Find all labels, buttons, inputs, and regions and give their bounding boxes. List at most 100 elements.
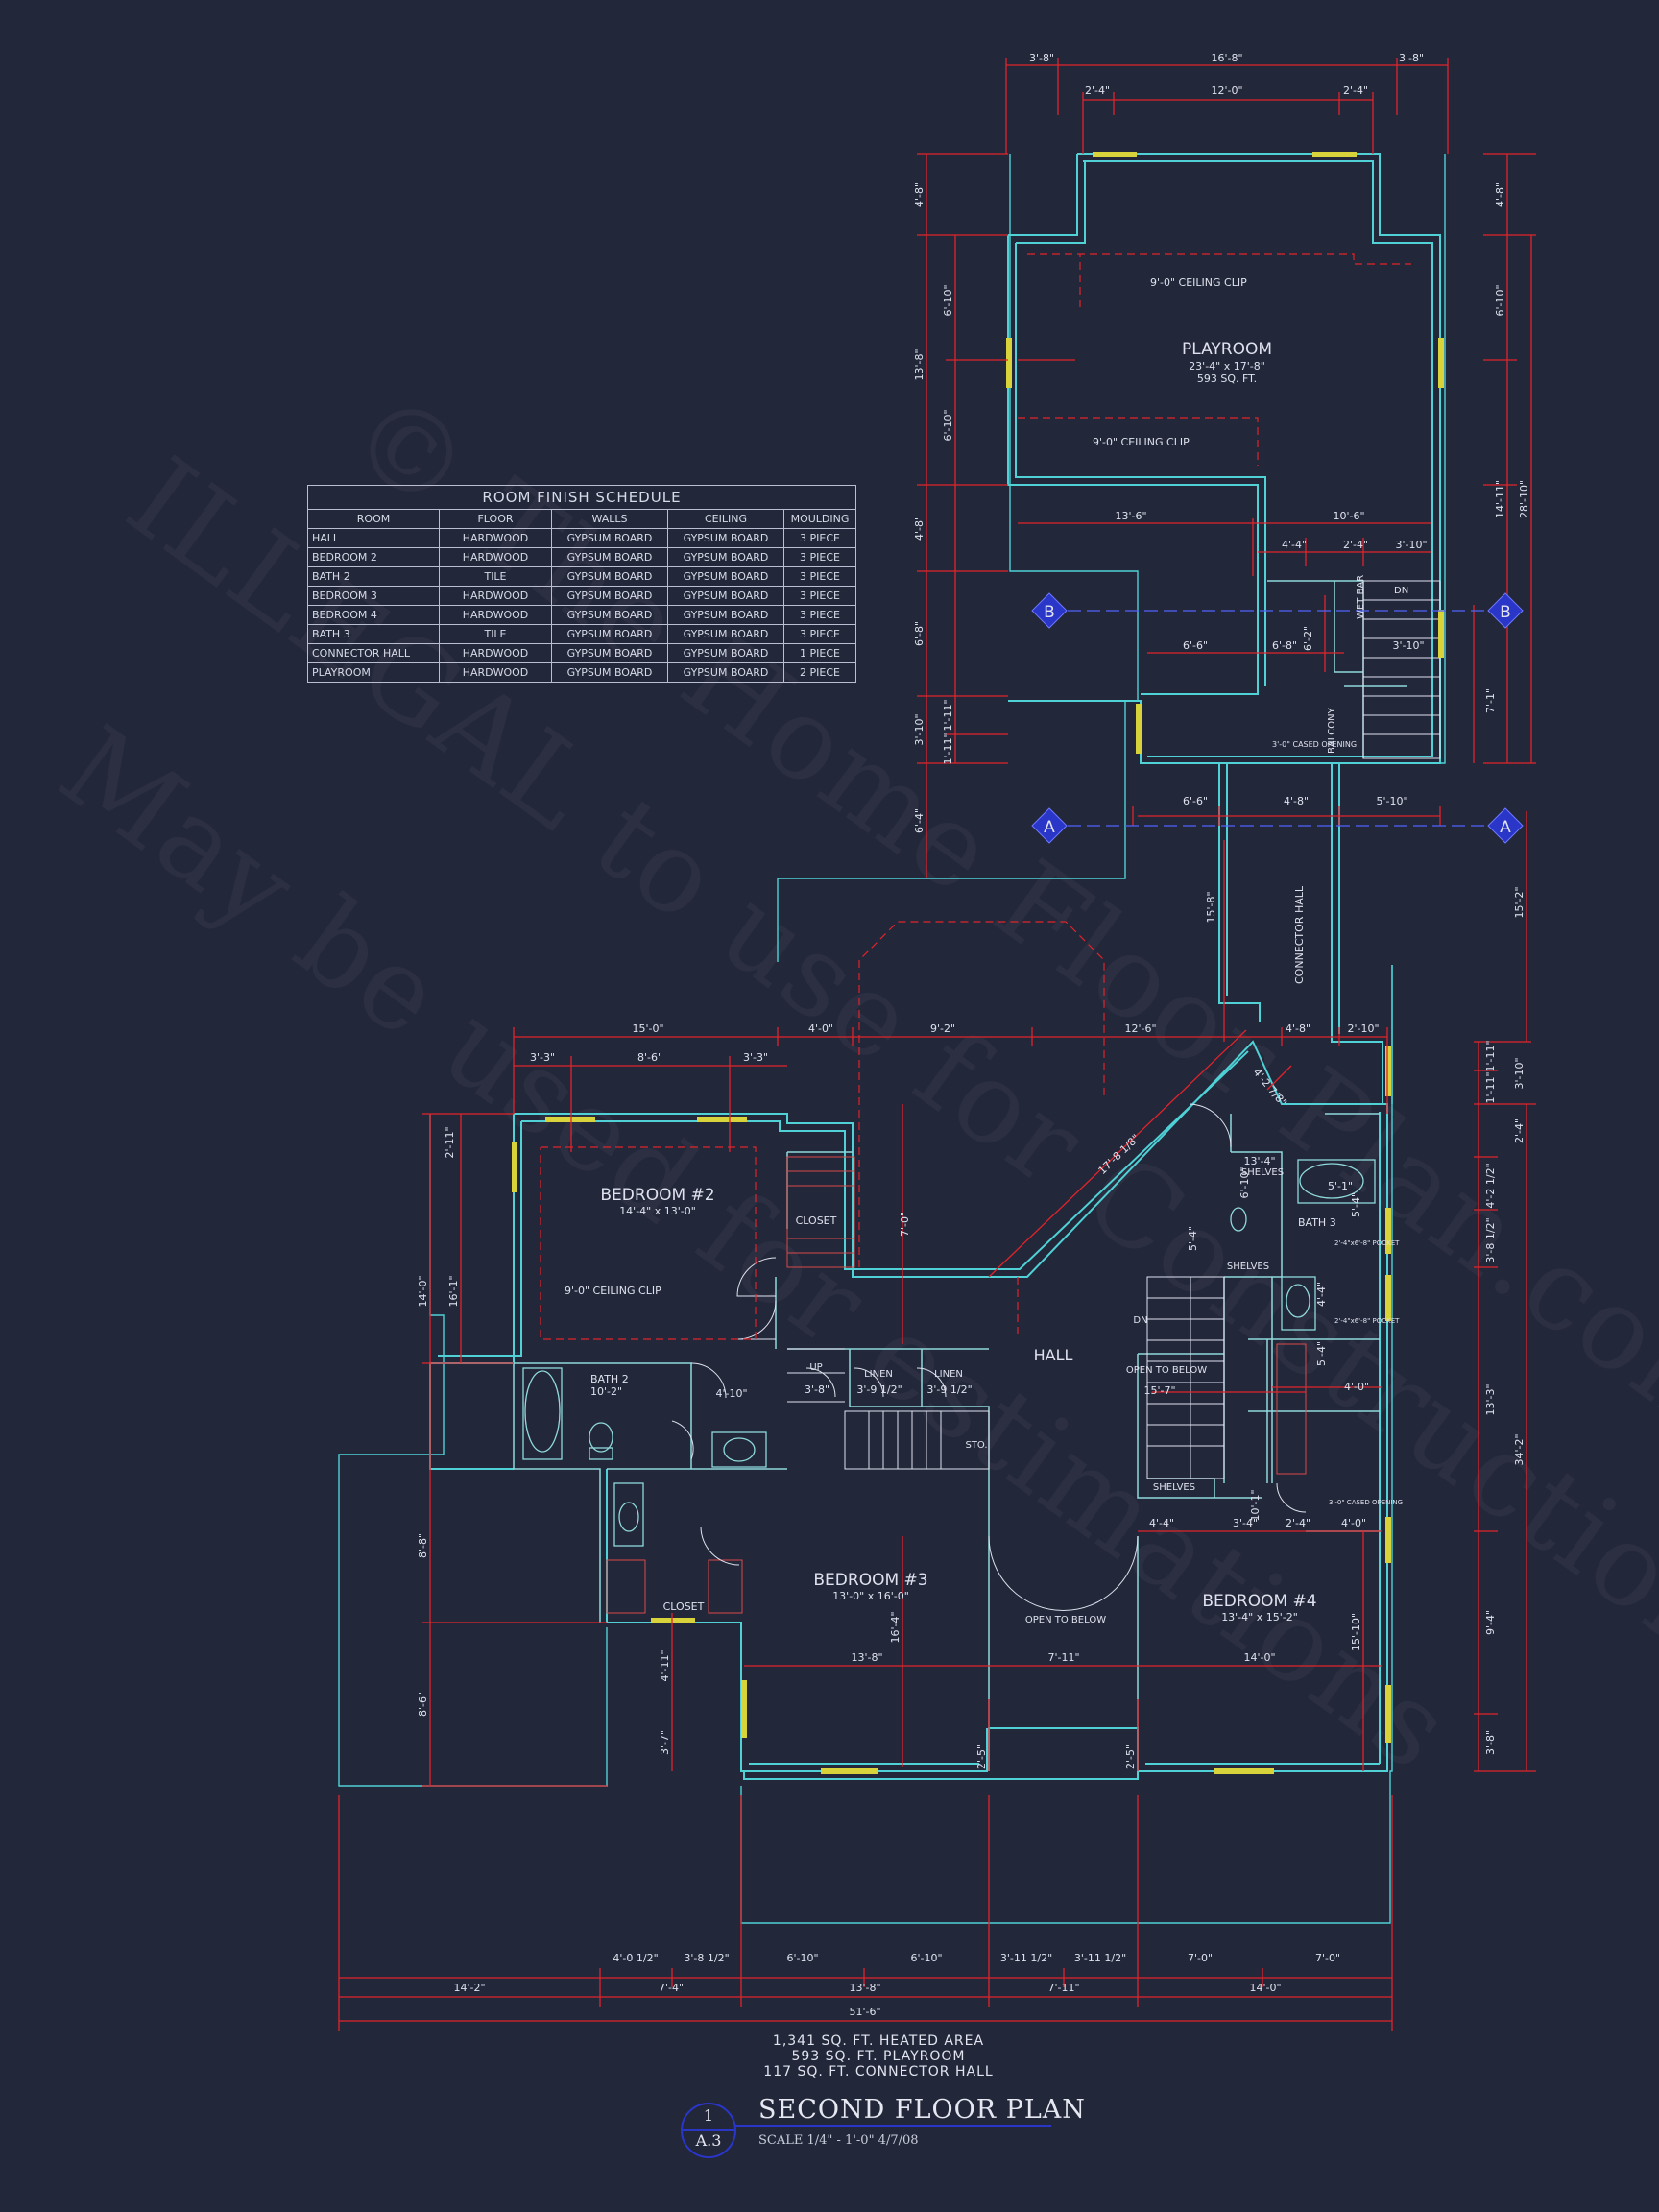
schedule-header-moulding: MOULDING	[783, 509, 856, 529]
dim-interior-7: 2'-5"	[975, 1744, 988, 1769]
section-a-left-label: A	[1044, 818, 1055, 837]
schedule-cell: BATH 2	[307, 566, 440, 587]
dim-right-8: 34'-2"	[1513, 1433, 1526, 1465]
schedule-cell: GYPSUM BOARD	[551, 586, 668, 606]
stairs	[787, 580, 1441, 1479]
schedule-cell: GYPSUM BOARD	[551, 662, 668, 683]
fixtures	[522, 1159, 1376, 1547]
bedroom2-name: BEDROOM #2	[600, 1186, 714, 1205]
bath3-label: BATH 3	[1298, 1216, 1336, 1229]
connector-hall-label: CONNECTOR HALL	[1293, 885, 1306, 984]
wet-bar-label: WET BAR	[1356, 575, 1366, 619]
schedule-title: ROOM FINISH SCHEDULE	[307, 485, 856, 510]
dim-right-7: 13'-3"	[1484, 1383, 1497, 1415]
dim-mid-4: 2'-4"	[1343, 539, 1368, 551]
dim-interior-13: 4'-0"	[1341, 1517, 1366, 1529]
dim-interior-27: 13'-4"	[1243, 1155, 1275, 1167]
dim-right-4: 2'-4"	[1513, 1118, 1526, 1143]
playroom-size: 23'-4" x 17'-8"	[1189, 360, 1265, 373]
schedule-cell: HARDWOOD	[439, 605, 552, 625]
area-summary: 1,341 SQ. FT. HEATED AREA 593 SQ. FT. PL…	[691, 2033, 1066, 2080]
dim-interior-10: 4'-4"	[1149, 1517, 1174, 1529]
bath2-size: 10'-2"	[590, 1385, 622, 1398]
dim-connector-5: 15'-2"	[1513, 886, 1526, 918]
dim-right-3: 3'-10"	[1513, 1057, 1526, 1089]
schedule-header-ceiling: CEILING	[667, 509, 784, 529]
schedule-cell: 2 PIECE	[783, 662, 856, 683]
dim-playroom-left-9: 1'-11"	[942, 733, 954, 764]
dim-interior-26: 6'-10"	[1238, 1166, 1251, 1198]
windows	[512, 152, 1444, 1774]
sheet-id: A.3	[695, 2131, 722, 2150]
dim-playroom-left-7: 3'-10"	[913, 713, 926, 745]
dim-top-5: 12'-0"	[1211, 84, 1242, 97]
schedule-cell: GYPSUM BOARD	[667, 624, 784, 644]
playroom-dn-label: DN	[1394, 586, 1408, 596]
dim-upper-3: 9'-2"	[930, 1022, 955, 1035]
dim-diag-1: 17'-8 1/8"	[1096, 1132, 1142, 1177]
dim-playroom-right-4: 28'-10"	[1518, 480, 1530, 518]
dim-mid-1: 13'-6"	[1115, 510, 1146, 522]
bedroom4-size: 13'-4" x 15'-2"	[1221, 1611, 1298, 1623]
site-outline	[338, 154, 1446, 1924]
bedroom4-name: BEDROOM #4	[1202, 1592, 1316, 1611]
schedule-cell: HARDWOOD	[439, 643, 552, 663]
section-b-left-marker	[1031, 592, 1068, 629]
open-to-below-label-1: OPEN TO BELOW	[1126, 1365, 1207, 1376]
linen-label-2: LINEN	[934, 1369, 963, 1380]
playroom-name: PLAYROOM	[1182, 340, 1272, 359]
balcony-label: BALCONY	[1327, 707, 1337, 754]
pocket-note-1: 2'-4"x6'-8" POCKET	[1334, 1239, 1400, 1247]
cased-opening-note-1: 3'-0" CASED OPENING	[1272, 740, 1357, 749]
dim-interior-4: 16'-4"	[889, 1611, 902, 1643]
schedule-header-row: ROOM FLOOR WALLS CEILING MOULDING	[307, 509, 856, 529]
schedule-cell: TILE	[439, 566, 552, 587]
dim-upper-7: 3'-3"	[530, 1051, 555, 1064]
dim-bottom1-8: 7'-0"	[1315, 1952, 1340, 1964]
dim-playroom-left-1: 4'-8"	[913, 182, 926, 207]
dim-mid-6: 6'-6"	[1183, 639, 1208, 652]
schedule-cell: 3 PIECE	[783, 528, 856, 548]
dim-interior-1: 13'-8"	[851, 1651, 882, 1664]
schedule-cell: BEDROOM 2	[307, 547, 440, 567]
dim-upper-1: 15'-0"	[632, 1022, 663, 1035]
dim-interior-20: 3'-9 1/2"	[856, 1383, 902, 1396]
dim-mid-7: 6'-8"	[1272, 639, 1297, 652]
schedule-cell: GYPSUM BOARD	[667, 586, 784, 606]
dim-playroom-left-5: 4'-8"	[913, 516, 926, 541]
dim-mid-5: 3'-10"	[1395, 539, 1427, 551]
shelves-label-1: SHELVES	[1241, 1167, 1284, 1178]
dim-interior-21: 3'-9 1/2"	[926, 1383, 972, 1396]
dim-right-6: 3'-8 1/2"	[1484, 1217, 1497, 1262]
dim-playroom-left-4: 6'-10"	[942, 409, 954, 441]
dim-interior-22: 5'-4"	[1315, 1341, 1328, 1366]
schedule-cell: BEDROOM 4	[307, 605, 440, 625]
drawing-title: SECOND FLOOR PLAN	[758, 2095, 1086, 2125]
drawing-scale: SCALE 1/4" - 1'-0" 4/7/08	[758, 2133, 919, 2148]
shelves-label-2: SHELVES	[1227, 1262, 1269, 1272]
bedroom3-size: 13'-0" x 16'-0"	[832, 1590, 909, 1602]
schedule-cell: BEDROOM 3	[307, 586, 440, 606]
dim-interior-17: 15'-7"	[1143, 1384, 1175, 1397]
dim-interior-16: 7'-0"	[899, 1212, 911, 1237]
shelves-label-3: SHELVES	[1153, 1482, 1195, 1493]
bath2-name: BATH 2	[590, 1373, 629, 1385]
dim-playroom-right-2: 6'-10"	[1494, 284, 1506, 316]
dim-playroom-right-1: 4'-8"	[1494, 182, 1506, 207]
playroom-area: 593 SQ. FT.	[1197, 373, 1257, 385]
bedroom3-name: BEDROOM #3	[813, 1571, 927, 1590]
dim-right-5: 4'-2 1/2"	[1484, 1163, 1497, 1208]
schedule-cell: 3 PIECE	[783, 624, 856, 644]
schedule-cell: 3 PIECE	[783, 566, 856, 587]
dim-bottom1-1: 4'-0 1/2"	[613, 1952, 658, 1964]
section-a-left-marker	[1031, 807, 1068, 844]
dim-interior-9: 15'-10"	[1350, 1613, 1362, 1651]
dim-interior-15: 10'-1"	[1249, 1489, 1262, 1521]
schedule-cell: HARDWOOD	[439, 547, 552, 567]
dim-playroom-right-3: 14'-11"	[1494, 480, 1506, 518]
dim-connector-1: 6'-6"	[1183, 795, 1208, 807]
